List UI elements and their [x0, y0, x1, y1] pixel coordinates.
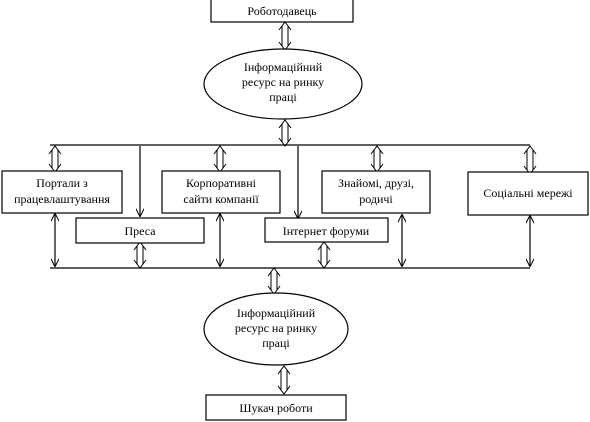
double-arrow-bottombus-info	[267, 267, 281, 295]
info-bottom-line-3: праці	[262, 336, 290, 350]
double-arrow-topbus-social	[523, 145, 537, 175]
double-arrow-info-topbus	[278, 119, 292, 147]
info-resource-bottom: Інформаційний ресурс на ринку праці	[203, 292, 349, 366]
double-arrow-press-bottombus	[133, 241, 147, 269]
double-arrow-employer-info	[278, 21, 292, 51]
employer-label: Роботодавець	[247, 4, 317, 18]
corp-line-1: Корпоративні	[186, 176, 257, 190]
social-label: Соціальні мережі	[483, 186, 573, 200]
portals-line-1: Портали з	[36, 176, 88, 190]
friends-line-1: Знайомі, друзі,	[338, 176, 414, 190]
portals-line-2: працевлаштування	[14, 192, 110, 206]
seeker-box: Шукач роботи	[205, 394, 347, 421]
seeker-label: Шукач роботи	[239, 401, 313, 415]
double-arrow-forums-bottombus	[317, 241, 331, 269]
info-top-line-1: Інформаційний	[244, 60, 323, 74]
corp-sites-box: Корпоративні сайти компанії	[161, 170, 281, 214]
double-arrow-topbus-corp	[213, 145, 227, 173]
info-resource-top: Інформаційний ресурс на ринку праці	[203, 48, 363, 120]
social-box: Соціальні мережі	[467, 171, 589, 216]
double-arrow-topbus-portals	[48, 145, 62, 173]
portals-box: Портали з працевлаштування	[1, 170, 123, 214]
employer-box: Роботодавець	[210, 0, 354, 23]
press-label: Преса	[124, 224, 156, 238]
info-bottom-line-1: Інформаційний	[237, 306, 316, 320]
forums-label: Інтернет форуми	[283, 224, 370, 238]
double-arrow-topbus-friends	[370, 145, 384, 173]
info-bottom-line-2: ресурс на ринку	[235, 321, 317, 335]
corp-line-2: сайти компанії	[183, 192, 259, 206]
friends-line-2: родичі	[359, 192, 393, 206]
press-box: Преса	[75, 217, 205, 244]
double-arrow-info-seeker	[277, 365, 291, 395]
info-top-line-3: праці	[269, 90, 297, 104]
forums-box: Інтернет форуми	[264, 217, 389, 243]
info-top-line-2: ресурс на ринку	[242, 75, 324, 89]
friends-box: Знайомі, друзі, родичі	[321, 170, 431, 214]
